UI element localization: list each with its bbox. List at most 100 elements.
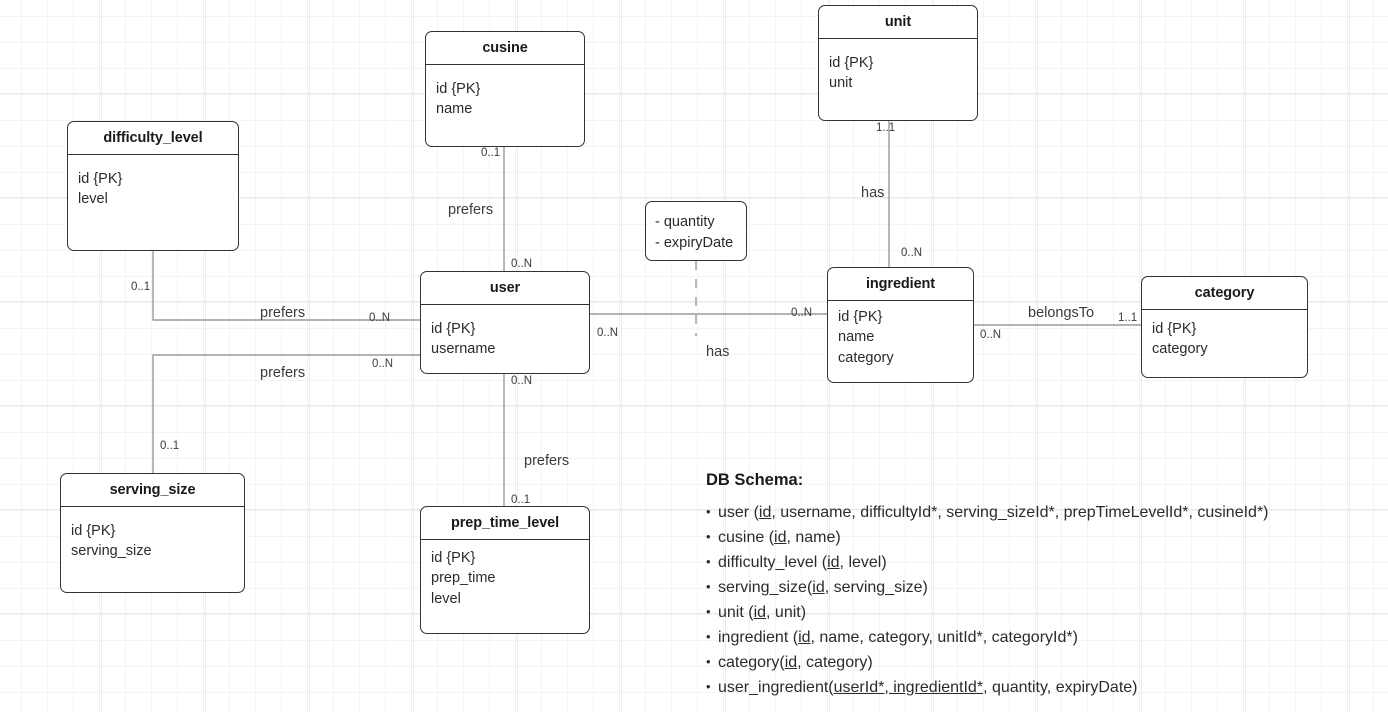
schema-primary-key: id [798, 628, 811, 646]
cardinality-category-left: 1..1 [1118, 312, 1138, 324]
db-schema-item: user (id, username, difficultyId*, servi… [706, 499, 1269, 525]
cardinality-unit-bottom: 1..1 [876, 122, 896, 134]
entity-attributes: id {PK} name category [828, 301, 973, 369]
attribute: serving_size [71, 543, 152, 560]
cardinality-cusine-bottom: 0..1 [481, 147, 501, 159]
schema-primary-key: id [827, 553, 840, 571]
schema-open-paren: ( [817, 553, 828, 571]
entity-attributes: id {PK} level [68, 155, 238, 211]
relationship-label-has-user-ingredient: has [706, 344, 730, 360]
db-schema-item: cusine (id, name) [706, 524, 1269, 550]
entity-prep-time-level[interactable]: prep_time_level id {PK} prep_time level [420, 506, 590, 634]
cardinality-preptime-top: 0..1 [511, 494, 531, 506]
schema-table-name: serving_size [718, 578, 807, 596]
db-schema-item: serving_size(id, serving_size) [706, 574, 1269, 600]
schema-primary-key: id [774, 528, 787, 546]
entity-category[interactable]: category id {PK} category [1141, 276, 1308, 378]
relationship-label-prefers-difficulty: prefers [260, 305, 306, 321]
cardinality-ingredient-left: 0..N [791, 307, 813, 319]
entity-user[interactable]: user id {PK} username [420, 271, 590, 374]
cardinality-ingredient-right: 0..N [980, 329, 1002, 341]
schema-open-paren: ( [749, 503, 759, 521]
entity-attributes: id {PK} unit [819, 39, 977, 95]
schema-open-paren: ( [779, 653, 785, 671]
schema-primary-key: id [758, 503, 772, 521]
entity-difficulty-level[interactable]: difficulty_level id {PK} level [67, 121, 239, 251]
attribute: id {PK} [71, 522, 116, 539]
entity-attributes: id {PK} name [426, 65, 584, 121]
cardinality-user-left-upper: 0..N [369, 312, 391, 324]
db-schema-title: DB Schema: [706, 471, 804, 489]
cardinality-user-bottom: 0..N [511, 375, 533, 387]
schema-table-name: category [718, 653, 780, 671]
attribute: level [431, 591, 461, 608]
attribute: id {PK} [436, 80, 481, 97]
association-class-user-ingredient[interactable]: - quantity - expiryDate [645, 201, 747, 261]
attribute: id {PK} [1152, 320, 1197, 337]
entity-title: user [421, 272, 589, 305]
cardinality-difficulty-bottom: 0..1 [131, 281, 151, 293]
db-schema-item: difficulty_level (id, level) [706, 549, 1269, 575]
relationship-label-prefers-servingsize: prefers [260, 365, 306, 381]
attribute: unit [829, 75, 853, 92]
schema-open-paren: ( [764, 528, 775, 546]
entity-title: prep_time_level [421, 507, 589, 540]
attribute: category [1152, 341, 1208, 358]
attribute: name [436, 101, 473, 118]
schema-open-paren: ( [828, 678, 834, 696]
entity-title: difficulty_level [68, 122, 238, 155]
entity-attributes: id {PK} category [1142, 310, 1307, 361]
schema-columns: , name) [786, 528, 841, 546]
association-attribute: - quantity [655, 214, 715, 230]
schema-table-name: cusine [718, 528, 765, 546]
schema-columns: , username, difficultyId*, serving_sizeI… [771, 503, 1269, 521]
schema-table-name: user [718, 503, 750, 521]
relationship-label-prefers-preptime: prefers [524, 453, 570, 469]
entity-cusine[interactable]: cusine id {PK} name [425, 31, 585, 147]
attribute: id {PK} [431, 320, 476, 337]
db-schema-item: ingredient (id, name, category, unitId*,… [706, 624, 1269, 650]
attribute: level [78, 191, 108, 208]
attribute: category [838, 350, 894, 367]
cardinality-ingredient-top: 0..N [901, 247, 923, 259]
association-attribute: - expiryDate [655, 234, 734, 251]
schema-columns: , level) [839, 553, 887, 571]
schema-primary-key: id [812, 578, 825, 596]
attribute: id {PK} [838, 308, 883, 325]
entity-serving-size[interactable]: serving_size id {PK} serving_size [60, 473, 245, 593]
entity-attributes: id {PK} username [421, 305, 589, 361]
entity-unit[interactable]: unit id {PK} unit [818, 5, 978, 121]
db-schema-item: unit (id, unit) [706, 599, 1269, 625]
attribute: id {PK} [78, 170, 123, 187]
schema-table-name: user_ingredient [718, 678, 829, 696]
db-schema-item: user_ingredient(userId*, ingredientId*, … [706, 674, 1269, 700]
schema-table-name: ingredient [718, 628, 789, 646]
cardinality-user-right: 0..N [597, 327, 619, 339]
db-schema-list: user (id, username, difficultyId*, servi… [706, 499, 1269, 700]
entity-title: cusine [426, 32, 584, 65]
schema-columns: , serving_size) [824, 578, 928, 596]
db-schema-legend: DB Schema: user (id, username, difficult… [706, 472, 1269, 700]
schema-open-paren: ( [806, 578, 813, 596]
entity-title: unit [819, 6, 977, 39]
attribute: id {PK} [431, 549, 476, 566]
entity-ingredient[interactable]: ingredient id {PK} name category [827, 267, 974, 383]
schema-primary-key: id [784, 653, 798, 671]
entity-attributes: id {PK} prep_time level [421, 540, 589, 610]
db-schema-item: category(id, category) [706, 649, 1269, 675]
schema-primary-key: userId*, ingredientId* [833, 678, 984, 696]
attribute: prep_time [431, 570, 496, 587]
entity-title: ingredient [828, 268, 973, 301]
entity-attributes: id {PK} serving_size [61, 507, 244, 563]
relationship-label-belongsto: belongsTo [1028, 305, 1095, 321]
relationship-label-has-unit: has [861, 185, 885, 201]
schema-columns: , name, category, unitId*, categoryId*) [810, 628, 1078, 646]
schema-primary-key: id [753, 603, 767, 621]
attribute: name [838, 329, 875, 346]
entity-title: serving_size [61, 474, 244, 507]
cardinality-user-top: 0..N [511, 258, 533, 270]
schema-table-name: unit [718, 603, 744, 621]
cardinality-servingsize-top: 0..1 [160, 440, 180, 452]
entity-title: category [1142, 277, 1307, 310]
